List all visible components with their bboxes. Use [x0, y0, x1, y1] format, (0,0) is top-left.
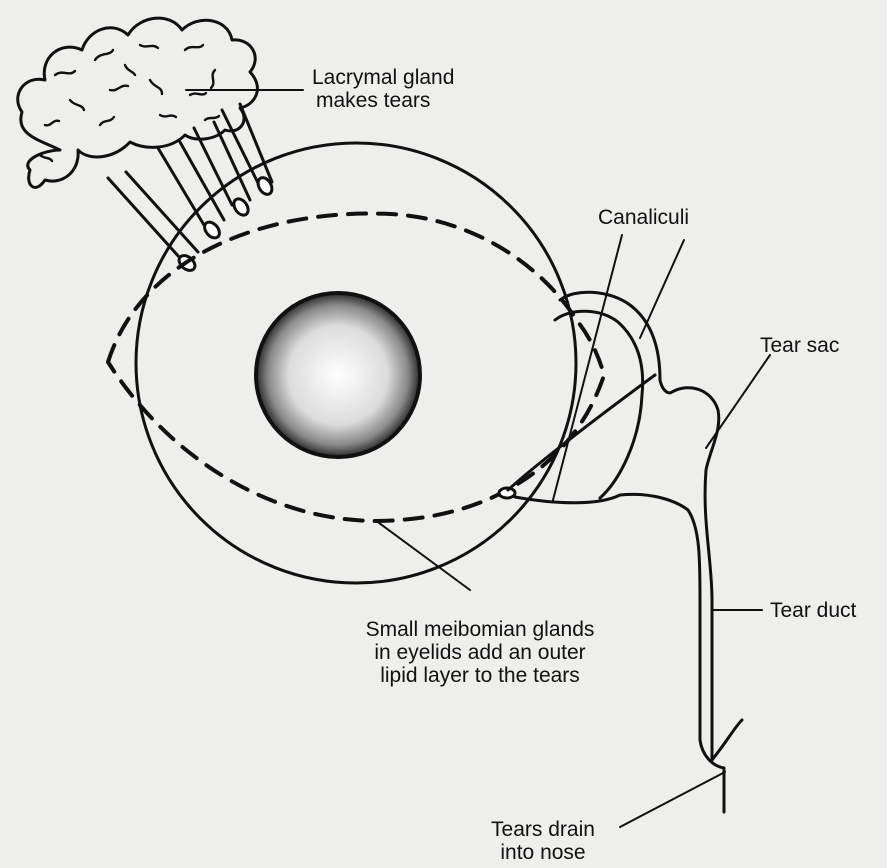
lacrymal-gland: [18, 18, 258, 187]
pupil: [256, 293, 420, 457]
label-tears-drain: Tears drain into nose: [468, 818, 618, 864]
label-canaliculi: Canaliculi: [598, 206, 689, 229]
label-tear-duct: Tear duct: [770, 599, 856, 622]
label-meibomian-glands: Small meibomian glands in eyelids add an…: [310, 618, 650, 687]
label-lacrymal-gland: Lacrymal gland makes tears: [312, 66, 454, 112]
leader-lines: [186, 90, 770, 827]
drainage-system: [508, 292, 742, 812]
label-tear-sac: Tear sac: [760, 334, 839, 357]
